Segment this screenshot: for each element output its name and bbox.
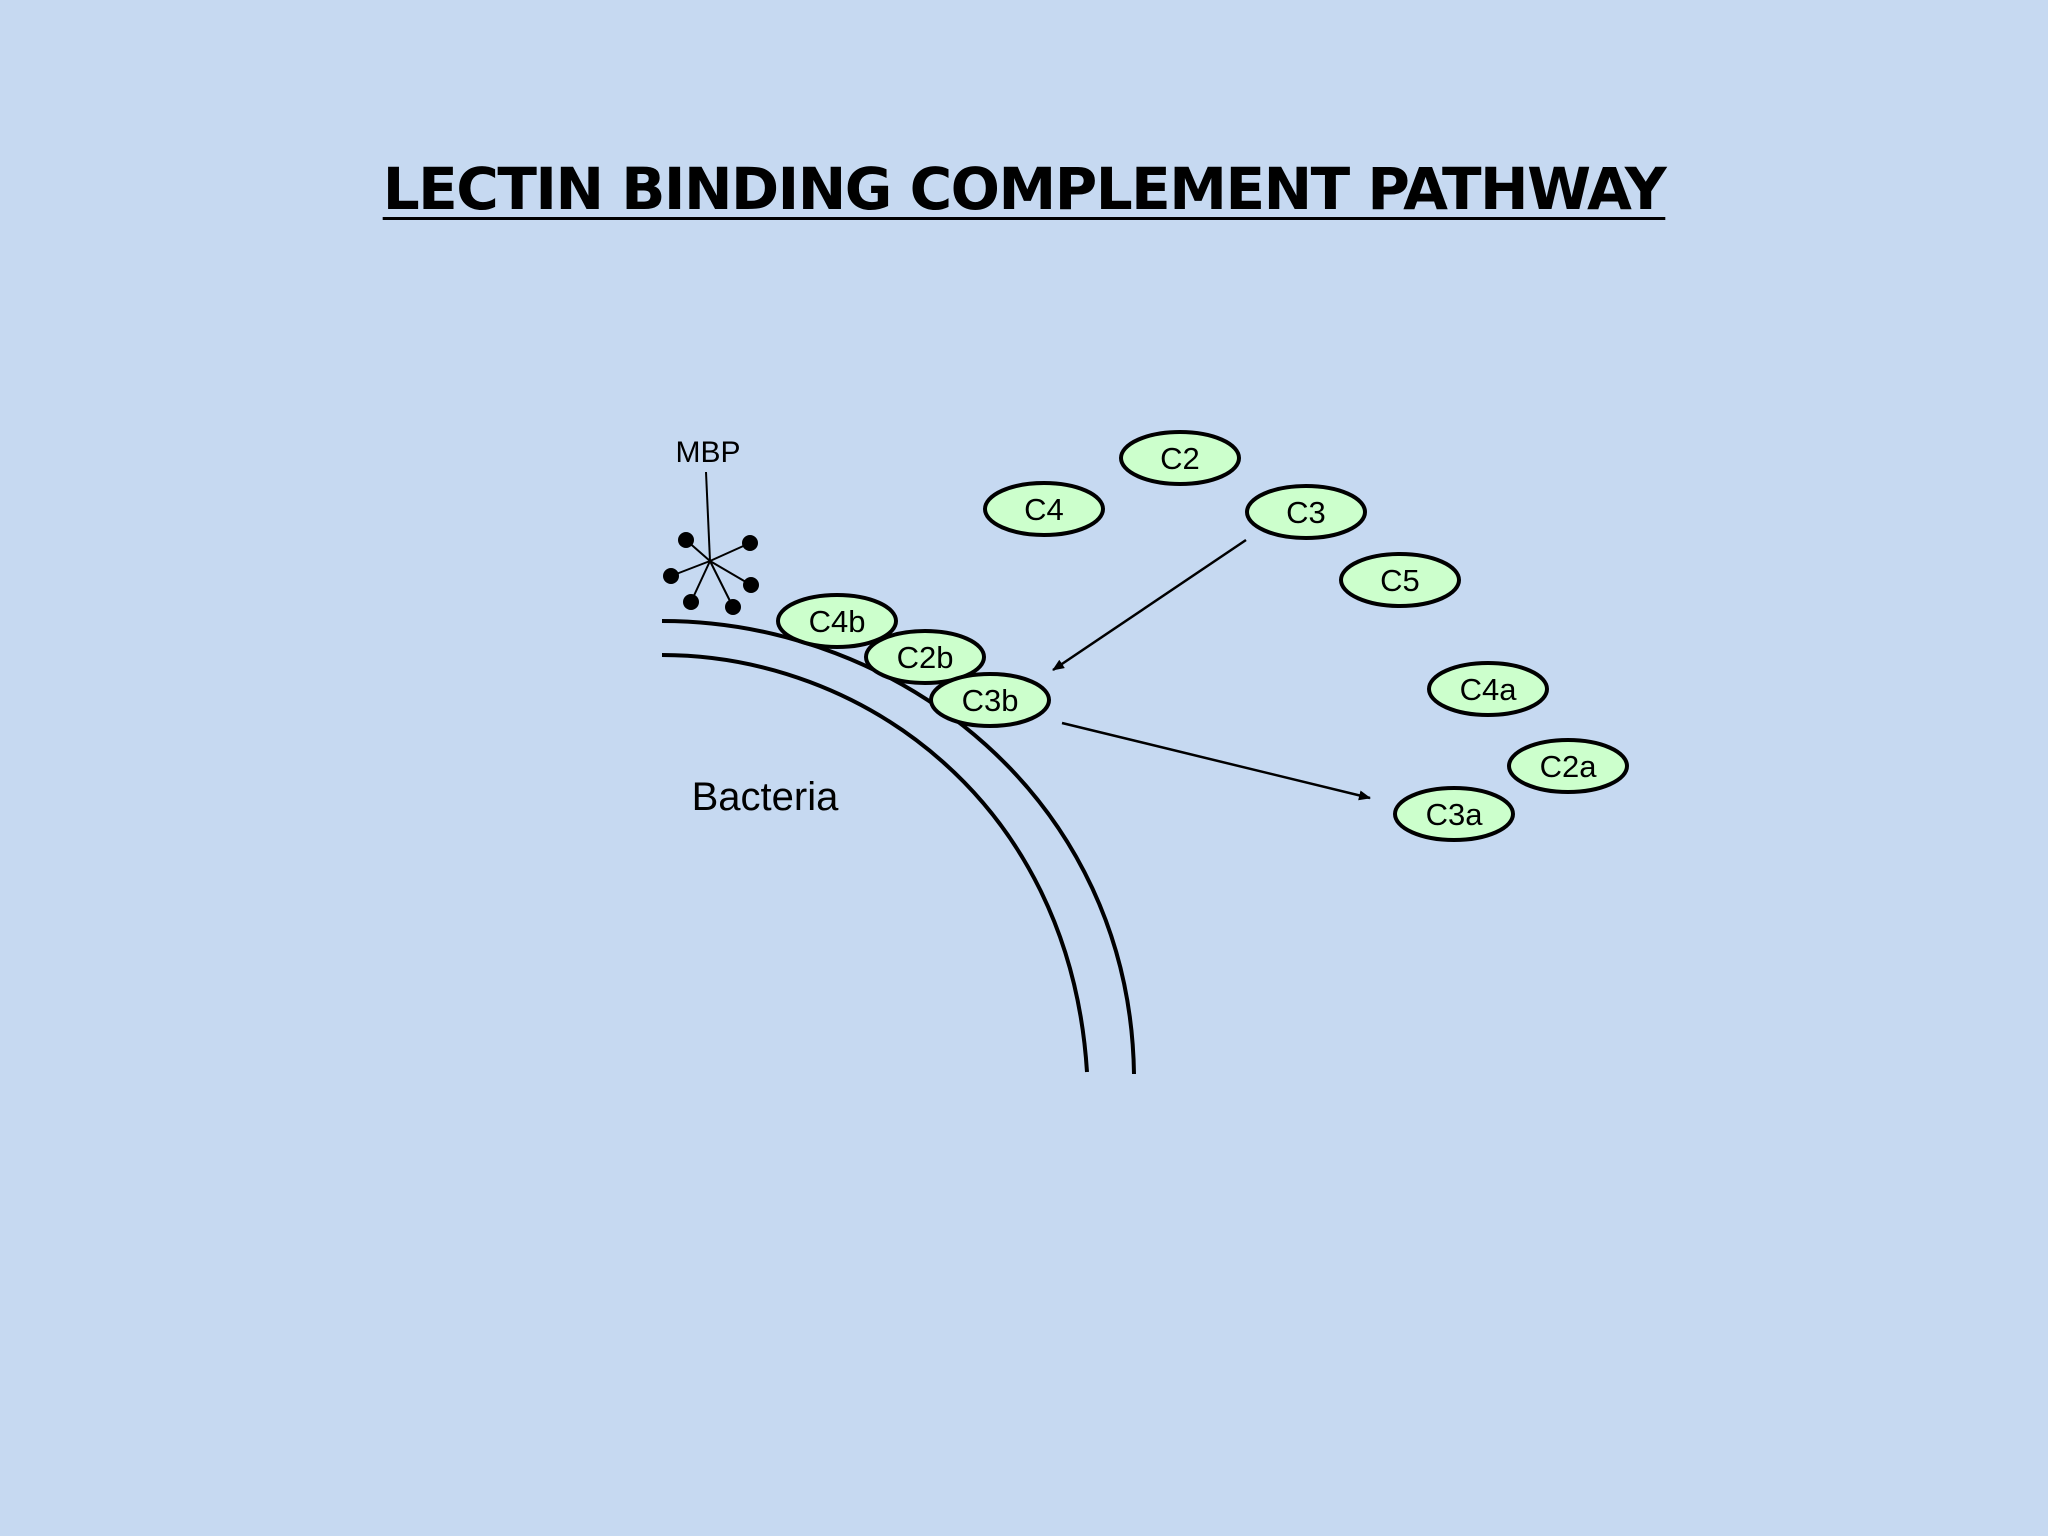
component-c3a: C3a <box>1393 786 1515 842</box>
component-c4b: C4b <box>776 593 898 649</box>
bacteria-label: Bacteria <box>692 775 839 819</box>
bacteria-inner-membrane <box>661 653 1089 1073</box>
svg-text:C4b: C4b <box>809 604 866 639</box>
mbp-pointer-line <box>705 471 711 562</box>
svg-text:C2a: C2a <box>1540 749 1598 784</box>
svg-text:C3: C3 <box>1286 495 1326 530</box>
mbp-molecule <box>663 471 759 615</box>
component-c2: C2 <box>1119 430 1241 486</box>
mbp-binding-heads <box>663 532 759 615</box>
bacteria-outer-membrane <box>661 619 1136 1075</box>
svg-text:C2: C2 <box>1160 441 1200 476</box>
svg-text:C4: C4 <box>1024 492 1064 527</box>
slide-title: LECTIN BINDING COMPLEMENT PATHWAY <box>0 155 2048 223</box>
mbp-arms <box>670 539 752 608</box>
mbp-label: MBP <box>675 436 740 469</box>
component-c2a: C2a <box>1507 738 1629 794</box>
slide-title-text: LECTIN BINDING COMPLEMENT PATHWAY <box>382 155 1667 223</box>
svg-text:C2b: C2b <box>897 640 954 675</box>
component-c3: C3 <box>1245 484 1367 540</box>
svg-text:C4a: C4a <box>1460 672 1518 707</box>
svg-text:C3a: C3a <box>1426 797 1484 832</box>
component-c4: C4 <box>983 481 1105 537</box>
arrow-c3-to-c3b <box>1052 538 1247 672</box>
component-c3b: C3b <box>929 672 1051 728</box>
svg-text:C3b: C3b <box>962 683 1019 718</box>
component-c2b: C2b <box>864 629 986 685</box>
component-c5: C5 <box>1339 552 1461 608</box>
arrow-c3b-to-c3a <box>1061 721 1371 801</box>
svg-text:C5: C5 <box>1380 563 1420 598</box>
bacteria-membrane <box>661 619 1136 1075</box>
component-c4a: C4a <box>1427 661 1549 717</box>
